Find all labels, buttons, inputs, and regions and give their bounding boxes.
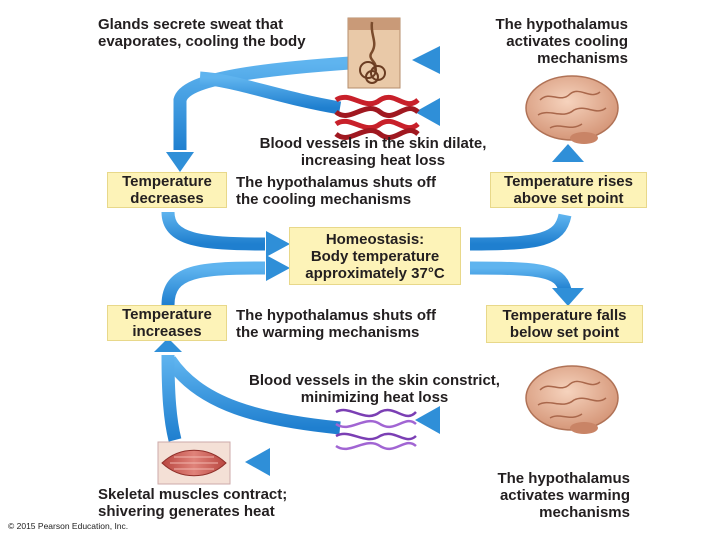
label-skeletal-muscles: Skeletal muscles contract; shivering gen… xyxy=(98,486,287,520)
label-line: Skeletal muscles contract; xyxy=(98,486,288,503)
box-line: increases xyxy=(132,323,202,340)
skeletal-muscle-icon xyxy=(157,441,231,485)
label-hypothalamus-activates-cooling: The hypothalamus activates cooling mecha… xyxy=(470,16,628,67)
copyright-notice: © 2015 Pearson Education, Inc. xyxy=(8,521,129,531)
label-line: The hypothalamus xyxy=(495,16,628,33)
box-line: Homeostasis: xyxy=(325,230,425,248)
brain-icon xyxy=(525,365,619,434)
box-line: above set point xyxy=(513,190,624,207)
arrowhead-gland xyxy=(412,46,440,74)
sweat-gland-icon xyxy=(347,17,401,89)
label-hypothalamus-activates-warming: The hypothalamus activates warming mecha… xyxy=(466,470,630,521)
arrow-homeostasis-to-fall xyxy=(469,261,572,293)
label-line: activates cooling xyxy=(506,33,628,50)
arrow-homeostasis-to-rise xyxy=(469,213,572,251)
label-line: activates warming xyxy=(499,487,630,504)
box-line: Temperature xyxy=(122,173,212,190)
box-temperature-rises: Temperature rises above set point xyxy=(490,172,647,208)
brain-icon xyxy=(525,75,619,144)
arrowhead-brain-up xyxy=(552,144,584,162)
box-homeostasis: Homeostasis: Body temperature approximat… xyxy=(289,227,461,285)
arrowhead-increase xyxy=(154,338,182,352)
label-line: the cooling mechanisms xyxy=(236,191,412,208)
label-shuts-off-warming: The hypothalamus shuts off the warming m… xyxy=(236,307,436,341)
label-line: increasing heat loss xyxy=(300,152,446,169)
box-line: Temperature rises xyxy=(504,173,633,190)
label-line: Blood vessels in the skin constrict, xyxy=(249,372,500,389)
label-blood-vessels-constrict: Blood vessels in the skin constrict, min… xyxy=(222,372,527,406)
label-glands-sweat: Glands secrete sweat that evaporates, co… xyxy=(98,16,306,50)
blood-vessels-dilated-icon xyxy=(334,94,420,140)
arrowhead-decrease xyxy=(166,152,194,172)
feedback-arrows xyxy=(161,53,575,469)
arrow-constrict-curve xyxy=(164,356,341,435)
arrow-dilate-curve xyxy=(199,71,342,115)
label-line: The hypothalamus shuts off xyxy=(236,174,437,191)
label-line: The hypothalamus shuts off xyxy=(236,307,437,324)
arrowhead-dilate xyxy=(415,98,440,126)
arrow-decrease-to-homeostasis xyxy=(161,211,266,251)
label-line: Glands secrete sweat that xyxy=(98,16,284,33)
arrow-heads xyxy=(154,46,584,476)
label-shuts-off-cooling: The hypothalamus shuts off the cooling m… xyxy=(236,174,436,208)
blood-vessels-constricted-icon xyxy=(335,408,417,451)
box-temperature-falls: Temperature falls below set point xyxy=(486,305,643,343)
label-line: shivering generates heat xyxy=(98,503,275,520)
box-line: approximately 37°C xyxy=(305,264,445,282)
label-line: the warming mechanisms xyxy=(236,324,420,341)
label-line: mechanisms xyxy=(539,504,630,521)
label-blood-vessels-dilate: Blood vessels in the skin dilate, increa… xyxy=(238,135,508,169)
label-line: The hypothalamus xyxy=(497,470,630,487)
arrowhead-constrict xyxy=(415,406,440,434)
label-line: mechanisms xyxy=(537,50,628,67)
label-line: evaporates, cooling the body xyxy=(98,33,306,50)
arrowhead-muscle xyxy=(245,448,270,476)
arrow-muscle-curve xyxy=(161,354,182,442)
label-line: minimizing heat loss xyxy=(300,389,449,406)
arrowhead-homeostasis-bottom xyxy=(266,255,290,281)
label-line: Blood vessels in the skin dilate, xyxy=(259,135,487,152)
box-line: below set point xyxy=(509,324,620,341)
arrow-increase-to-homeostasis xyxy=(161,261,266,306)
box-temperature-increases: Temperature increases xyxy=(107,305,227,341)
box-line: Body temperature xyxy=(310,247,440,265)
arrowhead-fall xyxy=(552,288,584,306)
arrowhead-homeostasis-top xyxy=(266,231,290,257)
box-line: Temperature xyxy=(122,306,212,323)
box-line: Temperature falls xyxy=(502,307,627,324)
box-temperature-decreases: Temperature decreases xyxy=(107,172,227,208)
box-line: decreases xyxy=(130,190,204,207)
